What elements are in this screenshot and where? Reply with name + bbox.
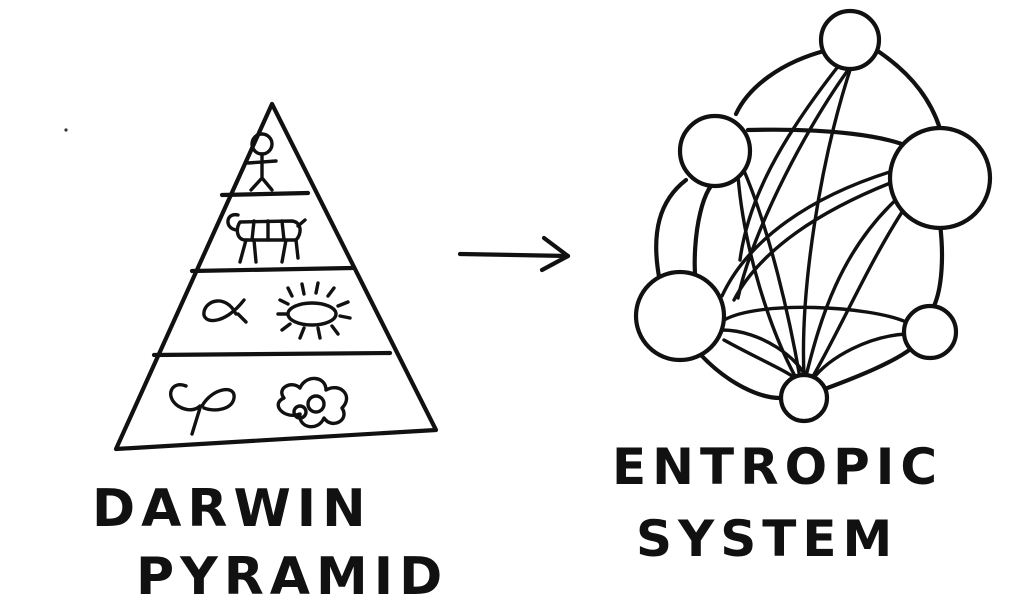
network-link — [720, 168, 898, 298]
network-link — [810, 204, 908, 380]
pyramid-outline — [113, 101, 439, 452]
cow-icon — [226, 213, 307, 264]
network-link — [740, 164, 802, 380]
system-label-line2: SYSTEM — [636, 510, 898, 568]
stick-figure-icon — [246, 132, 278, 192]
network-link — [720, 328, 808, 380]
pyramid-label-line2: PYRAMID — [136, 547, 448, 607]
paper-speck — [64, 128, 68, 132]
network-node — [901, 303, 959, 361]
network-node — [818, 8, 882, 72]
network-node — [778, 372, 830, 424]
darwin-pyramid — [113, 101, 439, 452]
network-arc — [819, 345, 915, 393]
network-arc — [654, 177, 689, 285]
network-node — [677, 113, 753, 189]
pyramid-label-line1: DARWIN — [92, 479, 372, 539]
pyramid-divider-2 — [189, 265, 355, 274]
pyramid-divider-1 — [219, 190, 311, 198]
entropic-network — [633, 8, 993, 424]
system-label-line1: ENTROPIC — [612, 438, 943, 496]
network-arc — [931, 221, 945, 309]
network-link — [722, 305, 908, 324]
network-link — [738, 62, 842, 262]
network-link — [736, 60, 856, 300]
bug-icon — [276, 281, 352, 340]
network-link — [801, 62, 854, 378]
network-link — [736, 174, 798, 380]
network-arc — [697, 351, 783, 401]
right-arrow-icon — [457, 235, 571, 273]
network-link — [810, 332, 908, 382]
network-node — [887, 125, 993, 231]
sprout-icon — [169, 383, 236, 436]
network-link — [804, 194, 902, 378]
network-link — [732, 178, 900, 302]
network-node — [633, 269, 727, 363]
network-arc — [733, 47, 831, 117]
pyramid-divider-3 — [151, 350, 393, 358]
fish-icon — [202, 298, 248, 324]
flower-icon — [276, 376, 349, 429]
